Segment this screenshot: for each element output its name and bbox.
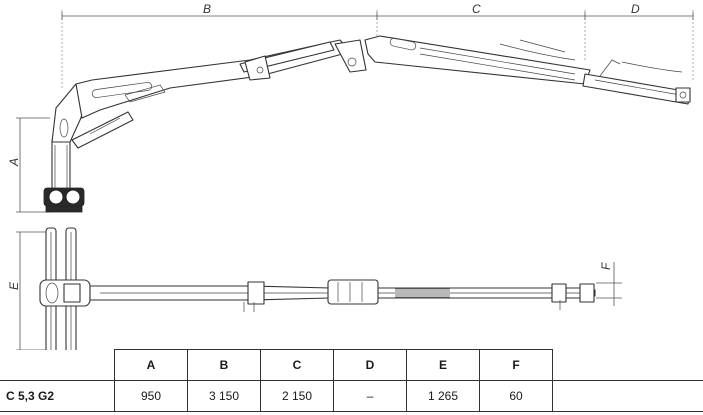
- table-header-row: A B C D E F: [0, 349, 703, 381]
- value-e: 1 265: [406, 380, 480, 412]
- table-header-e: E: [406, 349, 480, 381]
- crane-technical-drawing: B C D A: [7, 2, 694, 350]
- specifications-table: A B C D E F C 5,3 G2 950 3 150 2 150 – 1…: [0, 349, 703, 412]
- crane-side-view: [43, 35, 691, 213]
- dimension-line-e: [16, 231, 50, 350]
- table-header-a: A: [114, 349, 188, 381]
- table-trailing-value-cell: [552, 380, 703, 412]
- value-c: 2 150: [260, 380, 334, 412]
- value-a: 950: [114, 380, 188, 412]
- table-header-f: F: [479, 349, 553, 381]
- dim-label-c: C: [472, 2, 481, 16]
- value-f: 60: [479, 380, 553, 412]
- table-corner-cell: [0, 349, 115, 381]
- dimension-line-top: [61, 10, 694, 90]
- model-name: C 5,3 G2: [0, 380, 115, 412]
- table-trailing-cell: [552, 349, 703, 381]
- dimension-line-a: [16, 117, 50, 213]
- dim-label-b: B: [203, 2, 211, 16]
- table-row: C 5,3 G2 950 3 150 2 150 – 1 265 60: [0, 380, 703, 412]
- value-b: 3 150: [187, 380, 261, 412]
- dim-label-f: F: [599, 262, 613, 270]
- dim-label-d: D: [631, 2, 640, 16]
- crane-top-view: [39, 227, 596, 350]
- value-d: –: [333, 380, 407, 412]
- dimension-line-f: [596, 262, 622, 306]
- table-header-b: B: [187, 349, 261, 381]
- dim-label-a: A: [7, 158, 21, 167]
- table-header-d: D: [333, 349, 407, 381]
- dim-label-e: E: [7, 281, 21, 290]
- table-header-c: C: [260, 349, 334, 381]
